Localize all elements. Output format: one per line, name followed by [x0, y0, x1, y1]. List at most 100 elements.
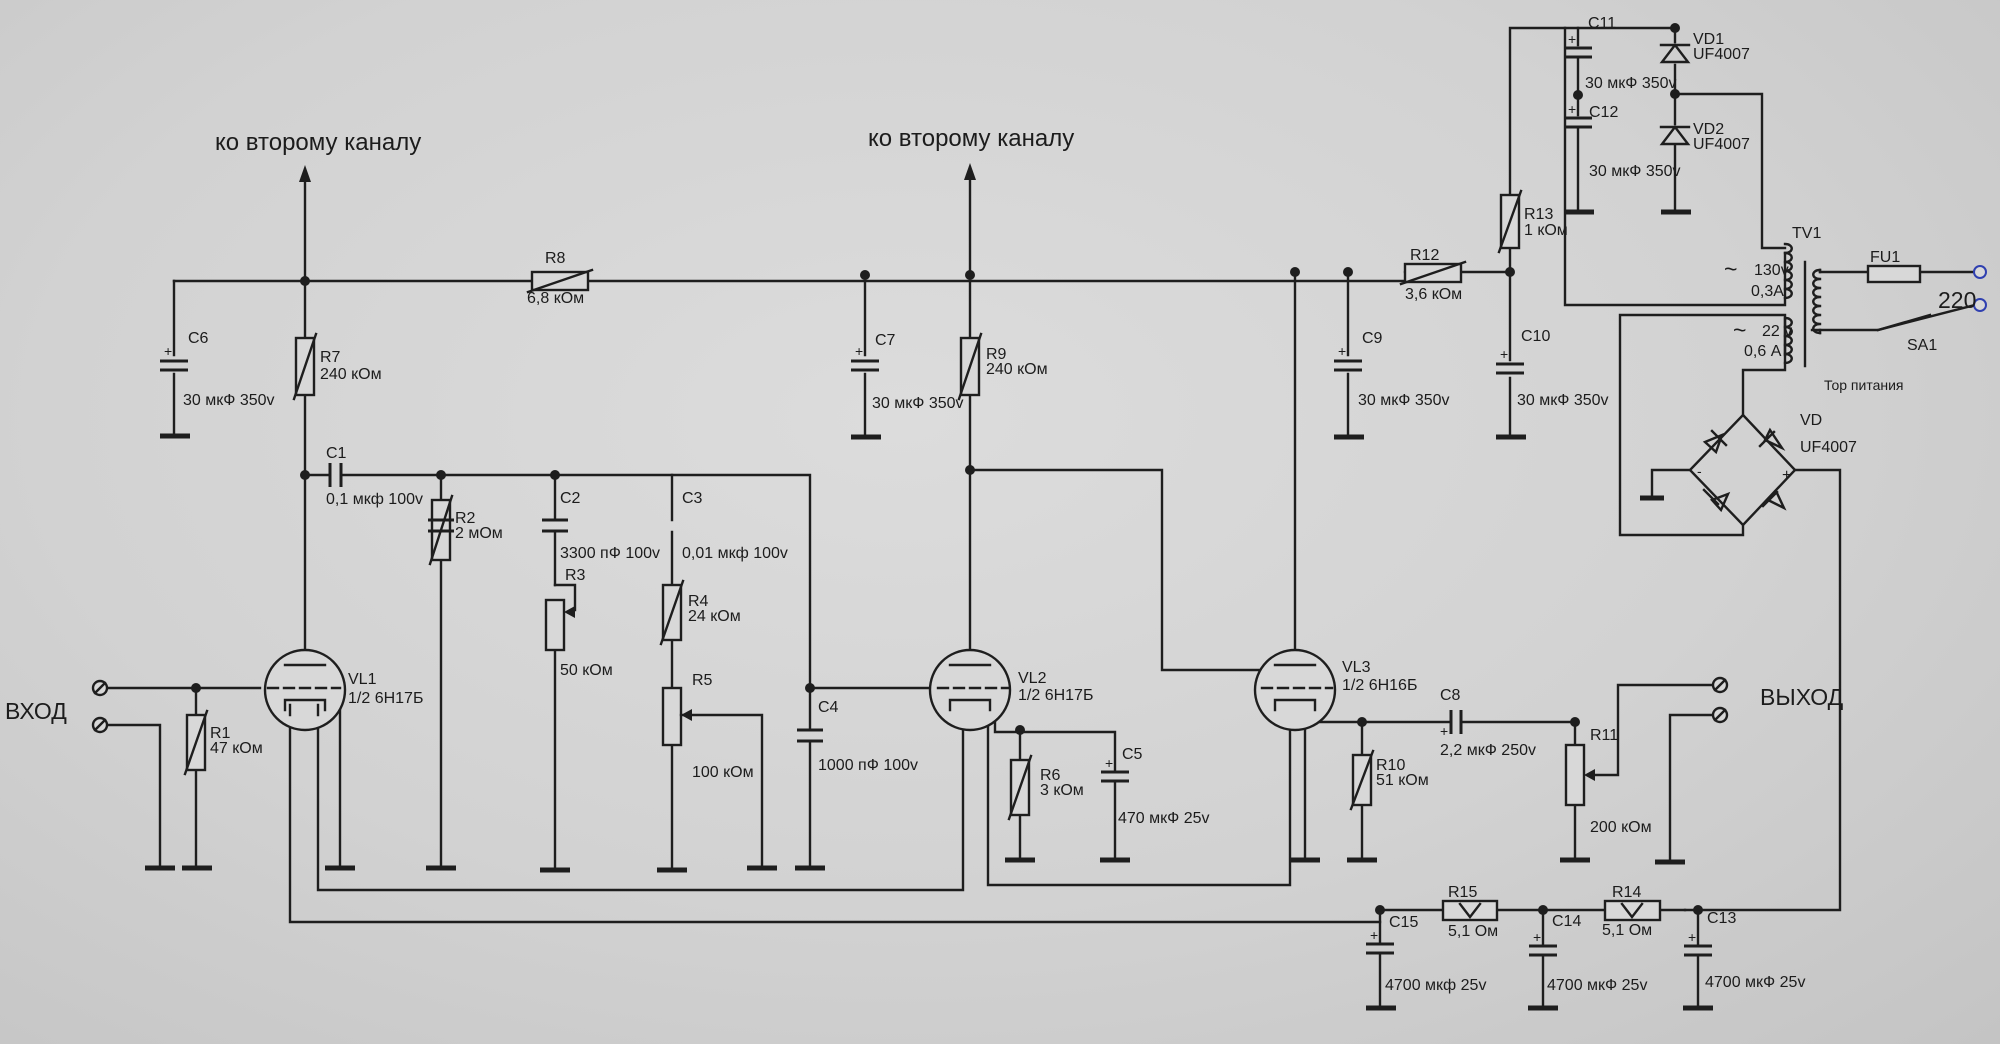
- diode-vd2: [1659, 125, 1691, 146]
- diodes-vd-type-label: UF4007: [1800, 439, 1857, 456]
- resistors-r5-ref-label: R5: [692, 672, 713, 689]
- capacitors-c13-value-label: 4700 мкФ 25v: [1705, 974, 1805, 991]
- capacitors-c9-value-label: 30 мкФ 350v: [1358, 392, 1450, 409]
- resistors-r6-value-label: 3 кОм: [1040, 782, 1084, 799]
- mains-fuse-label: FU1: [1870, 249, 1900, 266]
- tubes-vl1-type-label: 1/2 6Н17Б: [348, 690, 423, 707]
- signs-plus-label: +: [1370, 927, 1378, 943]
- resistors-r5-value-label: 100 кОм: [692, 764, 754, 781]
- diodes-vd2-type-label: UF4007: [1693, 136, 1750, 153]
- capacitors-c4-value-label: 1000 пФ 100v: [818, 757, 918, 774]
- signs-plus-label: +: [1568, 31, 1576, 47]
- input-label: ВХОД: [5, 698, 67, 724]
- transformer-tilde-label: ~: [1733, 317, 1746, 343]
- capacitor-c2: [428, 518, 454, 533]
- resistors-r15-value-label: 5,1 Ом: [1448, 923, 1498, 940]
- capacitor-c14: [1529, 944, 1557, 957]
- signs-plus-label: +: [1782, 467, 1791, 484]
- resistors-r8-ref-label: R8: [545, 250, 566, 267]
- resistors-r8-value-label: 6,8 кОм: [527, 290, 584, 307]
- resistors-r11-value-label: 200 кОм: [1590, 819, 1652, 836]
- capacitors-c13-ref-label: C13: [1707, 910, 1736, 927]
- capacitors-c3-ref-label: C3: [682, 490, 703, 507]
- diode-vd1: [1659, 43, 1691, 64]
- capacitors-c8-value-label: 2,2 мкФ 250v: [1440, 742, 1536, 759]
- potentiometer-r5: [661, 686, 683, 747]
- capacitors-c4-ref-label: C4: [818, 699, 839, 716]
- transformer-lv_volt-label: 22 v: [1762, 323, 1792, 340]
- capacitors-c5-value-label: 470 мкФ 25v: [1118, 810, 1210, 827]
- resistors-r3-ref-label: R3: [565, 567, 586, 584]
- resistors-r9-value-label: 240 кОм: [986, 361, 1048, 378]
- tubes-vl2-type-label: 1/2 6Н17Б: [1018, 687, 1093, 704]
- resistors-r1-value-label: 47 кОм: [210, 740, 263, 757]
- labels: ко второму каналу ко второму каналу ВХОД…: [5, 15, 1976, 994]
- capacitors-c11-ref-label: C11: [1588, 15, 1616, 32]
- capacitors-c14-value-label: 4700 мкФ 25v: [1547, 977, 1647, 994]
- wires: [98, 26, 1977, 1010]
- resistors-r11-ref-label: R11: [1590, 727, 1618, 744]
- capacitors-c10-ref-label: C10: [1521, 328, 1550, 345]
- signs-plus-label: +: [855, 343, 863, 359]
- capacitors-c12-value-label: 30 мкФ 350v: [1589, 163, 1681, 180]
- capacitors-c10-value-label: 30 мкФ 350v: [1517, 392, 1609, 409]
- resistors-r12-value-label: 3,6 кОм: [1405, 286, 1462, 303]
- resistors-r15-ref-label: R15: [1448, 884, 1477, 901]
- capacitors-c15-ref-label: C15: [1389, 914, 1418, 931]
- diodes: [1659, 43, 1787, 513]
- fuse-fu1: [1866, 264, 1922, 284]
- capacitors-c6-ref-label: C6: [188, 330, 209, 347]
- mains-terminal: [1973, 265, 1987, 279]
- resistors-r10-ref-label: R10: [1376, 757, 1405, 774]
- capacitor-c10: [1496, 362, 1524, 375]
- potentiometer-r11: [1564, 743, 1586, 807]
- signs-plus-label: +: [1500, 346, 1508, 362]
- resistor-r14: [1603, 899, 1662, 922]
- heading-to-second-channel: ко второму каналу: [215, 129, 421, 156]
- signs-plus-label: +: [1568, 101, 1576, 117]
- capacitors-c5-ref-label: C5: [1122, 746, 1143, 763]
- transformer-lv_amp-label: 0,6 А: [1744, 343, 1782, 360]
- resistor-r15: [1441, 899, 1499, 922]
- capacitors-c2-ref-label: C2: [560, 490, 581, 507]
- resistors-r6-ref-label: R6: [1040, 767, 1061, 784]
- signs-plus-label: +: [1440, 723, 1448, 739]
- capacitor-c12: [1564, 116, 1592, 129]
- capacitor-c5: [1101, 770, 1129, 783]
- resistors-r9-ref-label: R9: [986, 346, 1007, 363]
- arrow-up-icon: [299, 165, 311, 182]
- capacitors: [160, 46, 1712, 957]
- capacitors-c3-value-label: 0,01 мкф 100v: [682, 545, 788, 562]
- output-label: ВЫХОД: [1760, 684, 1844, 710]
- resistors-r14-value-label: 5,1 Ом: [1602, 922, 1652, 939]
- capacitors-c12-ref-label: C12: [1589, 104, 1618, 121]
- capacitor-c9: [1334, 359, 1362, 372]
- transformer-tv1: [1783, 242, 1822, 368]
- capacitor-c8: [1449, 710, 1463, 734]
- resistors-r4-value-label: 24 кОм: [688, 608, 741, 625]
- capacitors-c7-ref-label: C7: [875, 332, 896, 349]
- capacitors-c8-ref-label: C8: [1440, 687, 1461, 704]
- capacitor-c13: [1684, 944, 1712, 957]
- switch-sa1: [1876, 313, 1932, 332]
- diodes-vd2-ref-label: VD2: [1693, 121, 1724, 138]
- ground-symbols: [145, 209, 1713, 1011]
- capacitors-c1-value-label: 0,1 мкф 100v: [326, 491, 423, 508]
- diodes-vd1-ref-label: VD1: [1693, 31, 1724, 48]
- resistors-r13-value-label: 1 кОм: [1524, 222, 1568, 239]
- transformer-name-label: Тор питания: [1824, 377, 1904, 393]
- capacitor-c6: [160, 359, 188, 372]
- tubes-vl2-ref-label: VL2: [1018, 670, 1047, 687]
- capacitor-c1: [328, 463, 343, 487]
- signs-plus-label: +: [1533, 929, 1541, 945]
- mains-terminal: [1973, 298, 1987, 312]
- vacuum-tubes: [263, 648, 1337, 732]
- junction-dots: [191, 23, 1703, 915]
- diode-bridge-vd: [1702, 427, 1787, 513]
- capacitor-c11: [1564, 46, 1592, 59]
- signs-plus-label: +: [1105, 755, 1113, 771]
- resistors-r7-ref-label: R7: [320, 349, 341, 366]
- capacitor-c3: [542, 518, 568, 533]
